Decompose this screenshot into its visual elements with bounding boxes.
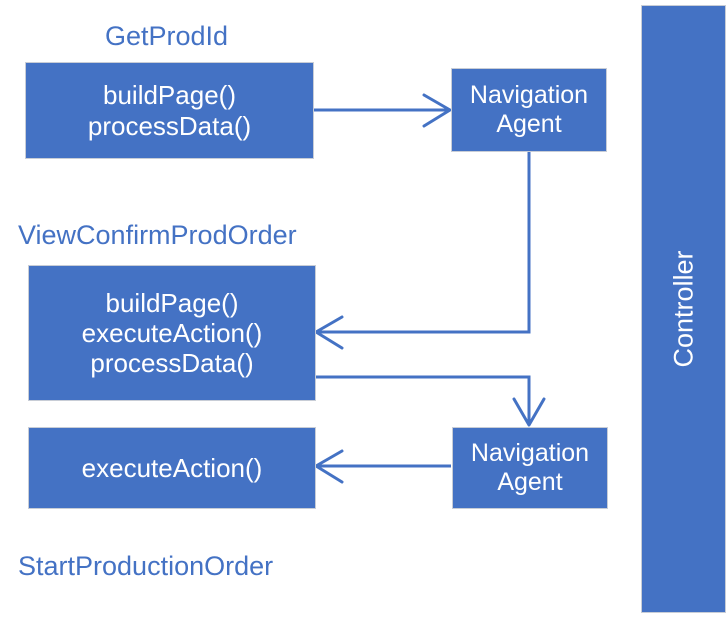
connector-navagent-top-to-viewconfirm bbox=[314, 150, 531, 350]
connector-viewconfirm-to-navagent-bottom bbox=[314, 375, 546, 427]
node-start-production-order[interactable]: executeAction() bbox=[28, 427, 316, 509]
caption-start-production-order: StartProductionOrder bbox=[18, 551, 274, 581]
connector-getprodid-to-navagent-top bbox=[314, 93, 452, 128]
method-build-page: buildPage() bbox=[105, 287, 239, 318]
node-view-confirm-prod-order[interactable]: buildPage() executeAction() processData(… bbox=[28, 265, 316, 401]
caption-view-confirm-prod-order: ViewConfirmProdOrder bbox=[18, 220, 297, 250]
navigation-agent-top-line-1: Navigation bbox=[469, 81, 589, 109]
navigation-agent-bottom-line-2: Agent bbox=[497, 468, 563, 496]
method-process-data: processData() bbox=[90, 348, 254, 379]
node-navigation-agent-top[interactable]: Navigation Agent bbox=[451, 68, 607, 152]
navigation-agent-top-line-2: Agent bbox=[496, 110, 562, 138]
method-execute-action: executeAction() bbox=[81, 452, 263, 483]
node-get-prod-id[interactable]: buildPage() processData() bbox=[25, 62, 314, 159]
node-navigation-agent-bottom[interactable]: Navigation Agent bbox=[452, 427, 608, 509]
method-build-page: buildPage() bbox=[103, 80, 236, 111]
method-process-data: processData() bbox=[87, 110, 252, 141]
navigation-agent-bottom-line-1: Navigation bbox=[470, 439, 590, 467]
controller-label: Controller bbox=[668, 250, 698, 368]
node-controller[interactable]: Controller bbox=[641, 5, 726, 613]
connector-navagent-bottom-to-startproduction bbox=[314, 449, 451, 484]
method-execute-action: executeAction() bbox=[81, 317, 263, 348]
caption-get-prod-id: GetProdId bbox=[105, 21, 229, 51]
